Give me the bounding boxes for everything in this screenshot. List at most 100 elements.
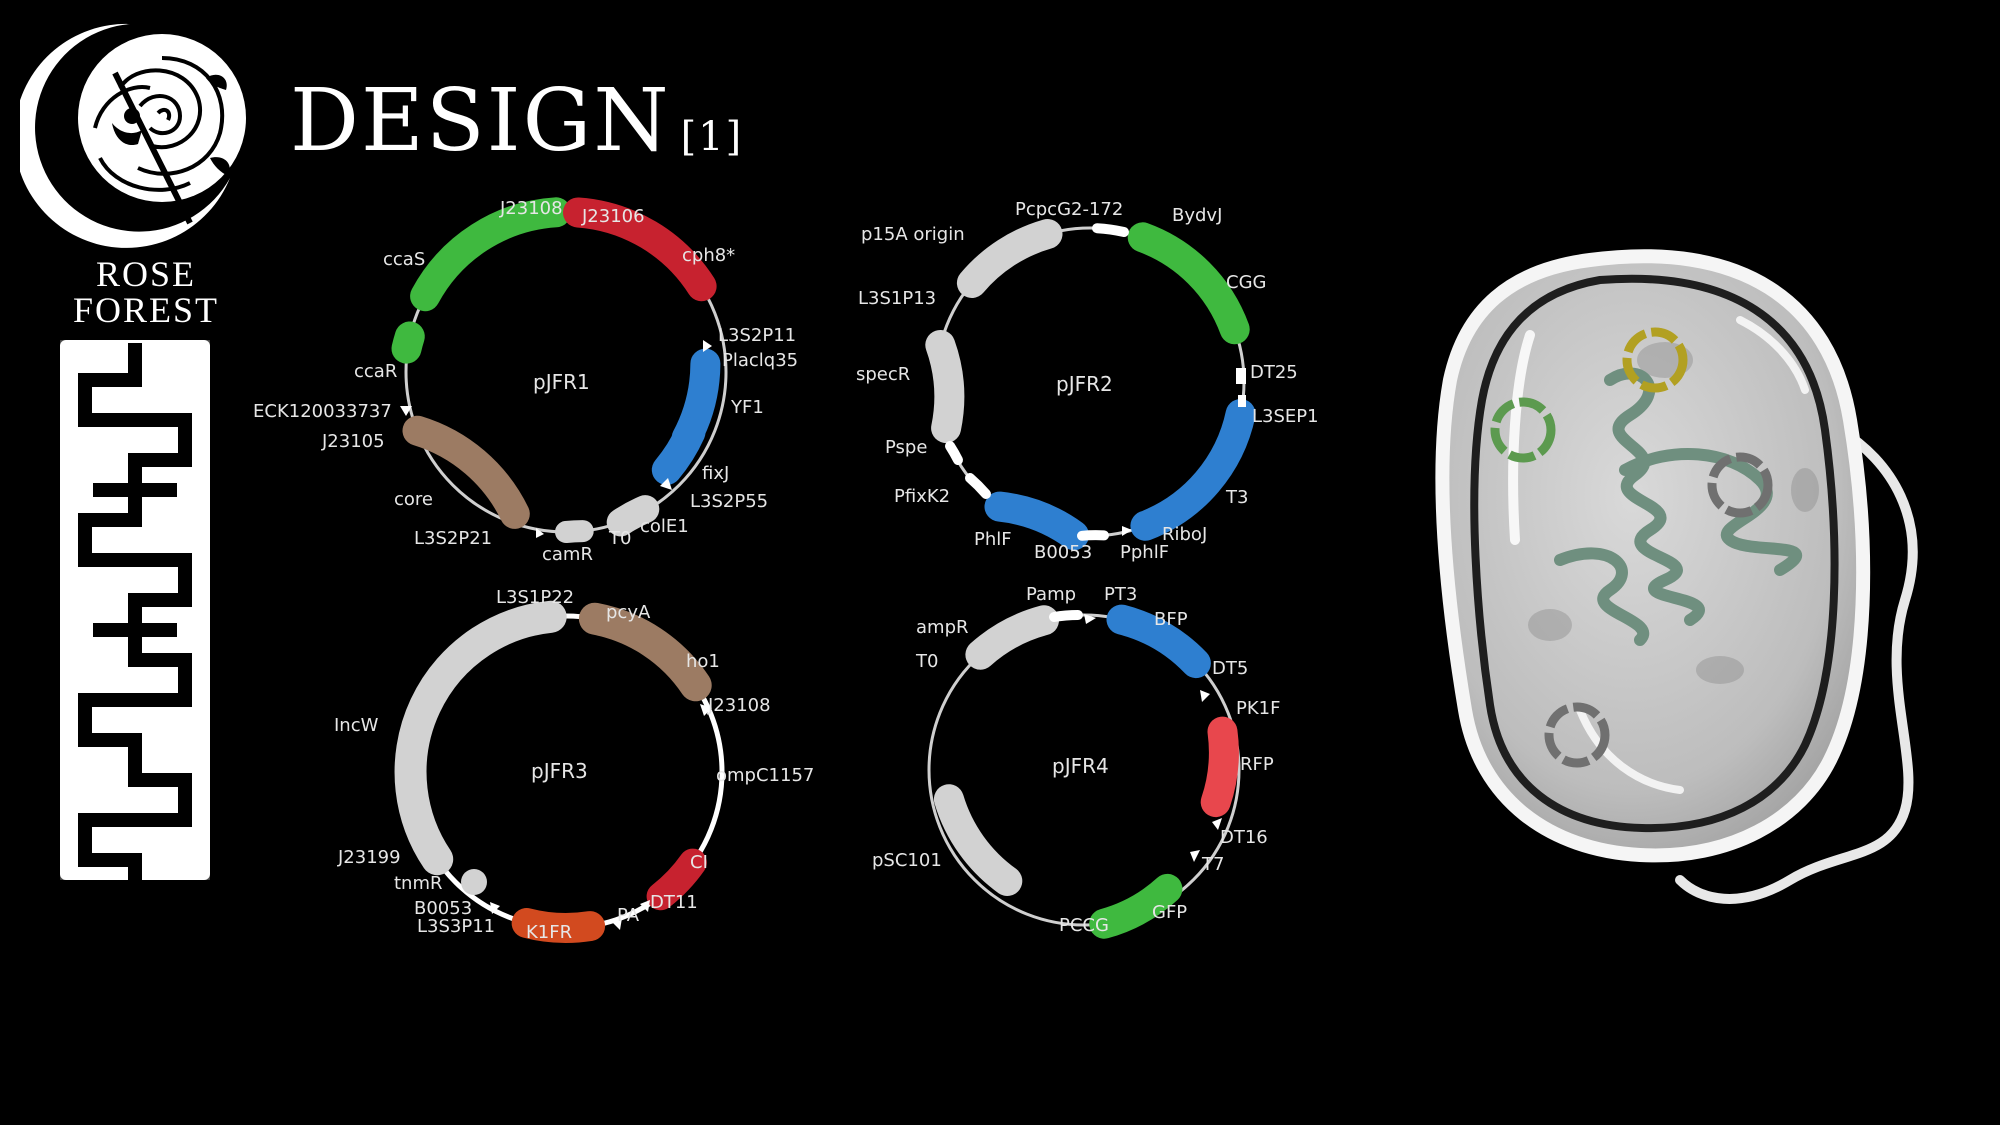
part-label: L3S2P21 (414, 528, 492, 549)
bacterium-cell-with-plasmids-illustration (1435, 249, 1918, 904)
segment-incw (394, 600, 567, 876)
part-label: BydvJ (1172, 205, 1222, 226)
segment-b0053 (1077, 530, 1109, 541)
part-label: J23106 (581, 206, 645, 227)
part-label: fixJ (702, 463, 729, 484)
plasmid-ring-yellow (1622, 327, 1688, 393)
part-label: ampR (916, 617, 969, 638)
part-label: B0053 (414, 898, 472, 919)
part-label: PCCG (1059, 915, 1109, 936)
segment-k1fr (511, 908, 606, 943)
part-label: PA (617, 905, 640, 926)
part-label: PT3 (1104, 584, 1137, 605)
part-label: ompC1157 (716, 765, 814, 786)
segment-pcya-ho1 (578, 602, 712, 702)
part-label: YF1 (730, 397, 764, 418)
title-text: DESIGN (290, 71, 671, 171)
part-label: pcyA (606, 602, 651, 623)
plasmid-name-pjfr1: pJFR1 (533, 370, 590, 394)
part-label: cph8* (682, 245, 735, 266)
part-label: core (394, 489, 433, 510)
part-label: PhlF (974, 529, 1012, 550)
segment-specr (925, 330, 965, 443)
part-label: DT16 (1220, 827, 1268, 848)
part-label: RiboJ (1162, 524, 1207, 545)
plasmid-ring-grey-2 (1544, 702, 1610, 768)
part-label: PK1F (1236, 698, 1280, 719)
part-label: J23105 (321, 431, 385, 452)
segment-t3 (1130, 399, 1256, 541)
segment-p15a-origin (956, 219, 1063, 298)
plasmid-name-pjfr2: pJFR2 (1056, 372, 1113, 396)
part-label: BFP (1154, 609, 1188, 630)
part-label: ccaS (383, 249, 425, 270)
part-label: Pamp (1026, 584, 1076, 605)
part-label: IncW (334, 715, 379, 736)
plasmid-pjfr1 (391, 197, 728, 543)
part-label: L3S2P55 (690, 491, 768, 512)
part-label: CI (690, 852, 708, 873)
part-label: p15A origin (861, 224, 965, 245)
segment-ccar (391, 321, 425, 364)
segment-ccas (410, 197, 571, 312)
plasmid-pjfr2 (925, 219, 1256, 551)
segment-core (402, 415, 530, 529)
part-label: pSC101 (872, 850, 942, 871)
part-label: RFP (1240, 754, 1274, 775)
part-label: J23108 (707, 695, 771, 716)
part-label: T3 (1225, 487, 1248, 508)
brand-line-forest: FOREST (72, 290, 220, 330)
segment-ci (646, 848, 707, 911)
part-label: PphlF (1120, 542, 1169, 563)
segment-pfixk2 (965, 473, 991, 499)
part-label: ho1 (686, 651, 720, 672)
part-label: B0053 (1034, 542, 1092, 563)
segment-ampr (965, 605, 1059, 670)
part-label: T0 (608, 528, 631, 549)
part-label: PfixK2 (894, 486, 950, 507)
segment-tnmr (461, 869, 487, 895)
part-label: GFP (1152, 902, 1187, 923)
part-label: tnmR (394, 873, 443, 894)
segment-psc101 (933, 784, 1023, 896)
plasmid-name-pjfr4: pJFR4 (1052, 754, 1109, 778)
part-label: CGG (1226, 272, 1266, 293)
part-label: L3SEP1 (1252, 406, 1319, 427)
crescent-moon-rose-logo (20, 23, 246, 248)
segment-rfp (1200, 716, 1239, 818)
segment-pcpcg2 (1092, 223, 1129, 237)
part-label: DT5 (1212, 658, 1248, 679)
part-label: T7 (1201, 854, 1224, 875)
page-title: DESIGN[1] (290, 78, 743, 164)
part-label: L3S2P11 (718, 325, 796, 346)
part-label: PcpcG2-172 (1015, 199, 1123, 220)
part-label: J23108 (499, 198, 563, 219)
part-label: L3S3P11 (417, 916, 495, 937)
segment-fixj (651, 417, 706, 485)
part-label: K1FR (526, 922, 572, 943)
segment-gfp (1089, 873, 1183, 939)
segment-phlf (984, 491, 1089, 551)
meander-pattern-ornament (60, 340, 210, 880)
title-suffix: [1] (680, 114, 744, 160)
plasmid-ring-green (1490, 397, 1556, 463)
part-label: L3S1P13 (858, 288, 936, 309)
part-label: camR (542, 544, 593, 565)
part-label: L3S1P22 (496, 587, 574, 608)
part-label: DT11 (650, 892, 698, 913)
segment-pspe (945, 441, 963, 465)
segment-cph8 (563, 197, 717, 302)
segment-cgg (1127, 222, 1250, 345)
plasmid-pjfr4 (927, 604, 1241, 939)
brand-line-rose: ROSE (95, 254, 197, 294)
part-label: Placlq35 (722, 350, 798, 371)
part-label: ccaR (354, 361, 397, 382)
segment-cole1 (606, 495, 660, 537)
plasmid-ring-grey-1 (1707, 452, 1773, 518)
segment-pamp (1049, 610, 1083, 622)
part-label: J23199 (337, 847, 401, 868)
segment-bfp (1106, 604, 1211, 679)
part-label: DT25 (1250, 362, 1298, 383)
